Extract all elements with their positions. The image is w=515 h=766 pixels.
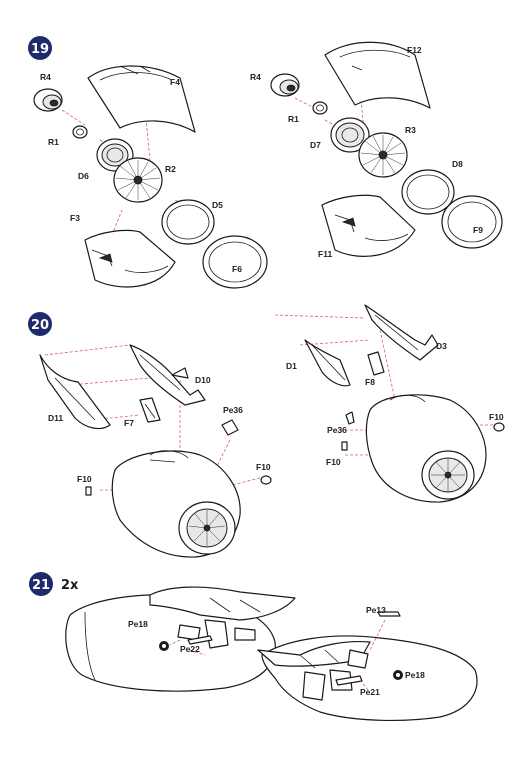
step-21-left-assembly: Pe18 Pe22 — [65, 586, 296, 692]
part-pe13 — [377, 611, 401, 617]
step-21-badge: 21 — [29, 572, 53, 596]
step-19-badge: 19 — [28, 36, 52, 60]
label-d11: D11 — [48, 413, 63, 423]
label-d7: D7 — [310, 140, 321, 150]
svg-text:19: 19 — [31, 42, 49, 57]
label-f3: F3 — [70, 213, 80, 223]
part-d1 — [304, 339, 351, 387]
step-20: 20 — [28, 304, 505, 558]
part-f9 — [441, 195, 503, 249]
part-f10-small — [85, 486, 92, 496]
label-r3: R3 — [405, 125, 416, 135]
label-pe36: Pe36 — [223, 405, 243, 415]
label-d5: D5 — [212, 200, 223, 210]
part-pe18 — [159, 641, 169, 651]
part-r3-fan — [358, 132, 408, 178]
label-f10: F10 — [77, 474, 92, 484]
part-d6 — [96, 138, 134, 172]
label-r2: R2 — [165, 164, 176, 174]
step-19-left-assembly: R4 R1 D6 R2 F4 F3 D5 F6 — [33, 65, 268, 289]
part-d11 — [39, 354, 111, 430]
part-d3 — [364, 304, 439, 361]
part-f10-lip — [493, 422, 505, 432]
part-d10 — [129, 344, 206, 406]
part-r1 — [312, 101, 328, 115]
label-pe21: Pe21 — [360, 687, 380, 697]
label-d10: D10 — [195, 375, 211, 385]
label-f6: F6 — [232, 264, 242, 274]
quantity-label: 2x — [61, 578, 79, 593]
part-f7 — [139, 397, 161, 423]
step-19: 19 — [28, 36, 503, 289]
part-r2-fan — [113, 157, 163, 203]
part-f4 — [87, 65, 196, 133]
step-20-left-assembly: D11 D10 F7 Pe36 F10 F10 — [39, 344, 272, 558]
part-r4 — [270, 73, 300, 97]
label-pe18: Pe18 — [128, 619, 148, 629]
part-r1 — [72, 125, 88, 139]
step-20-right-assembly: D1 D3 F8 Pe36 F10 F10 — [274, 304, 505, 503]
part-f10-small — [341, 441, 348, 451]
label-f9: F9 — [473, 225, 483, 235]
step-19-right-assembly: R4 R1 D7 R3 F12 D8 F9 F11 — [250, 41, 503, 259]
label-f4: F4 — [170, 77, 180, 87]
label-f10: F10 — [256, 462, 271, 472]
part-pe18 — [393, 670, 403, 680]
part-pe22 — [187, 635, 213, 645]
label-pe22: Pe22 — [180, 644, 200, 654]
part-f12 — [324, 41, 431, 109]
label-r4: R4 — [250, 72, 261, 82]
label-f10: F10 — [489, 412, 504, 422]
label-f11: F11 — [318, 249, 332, 259]
part-r4 — [33, 88, 63, 112]
label-pe36: Pe36 — [327, 425, 347, 435]
label-r4: R4 — [40, 72, 51, 82]
label-r1: R1 — [48, 137, 59, 147]
label-f8: F8 — [365, 377, 375, 387]
label-pe13: Pe13 — [366, 605, 386, 615]
svg-text:20: 20 — [31, 318, 49, 333]
label-f10: F10 — [326, 457, 341, 467]
label-d1: D1 — [286, 361, 297, 371]
step-21-right-assembly: Pe13 Pe18 Pe21 — [257, 605, 478, 722]
part-f6 — [202, 235, 268, 289]
part-f11 — [321, 194, 416, 257]
part-d5 — [161, 199, 215, 245]
pylon-left — [149, 586, 296, 621]
engine-nacelle-b — [365, 394, 487, 503]
part-pe36 — [345, 411, 355, 425]
part-f10-lip — [260, 475, 272, 485]
part-d8 — [401, 169, 455, 215]
label-f7: F7 — [124, 418, 134, 428]
label-d8: D8 — [452, 159, 463, 169]
step-20-badge: 20 — [28, 312, 52, 336]
part-f3 — [84, 229, 176, 288]
label-pe18: Pe18 — [405, 670, 425, 680]
svg-text:21: 21 — [32, 578, 50, 593]
label-d6: D6 — [78, 171, 89, 181]
label-r1: R1 — [288, 114, 299, 124]
label-d3: D3 — [436, 341, 447, 351]
part-pe36 — [221, 419, 239, 436]
part-pe21 — [335, 675, 363, 686]
label-f12: F12 — [407, 45, 422, 55]
part-d7 — [330, 117, 370, 153]
engine-nacelle-a — [111, 450, 241, 558]
step-21: 21 2x Pe18 Pe22 — [29, 572, 478, 722]
part-f8 — [367, 351, 385, 376]
